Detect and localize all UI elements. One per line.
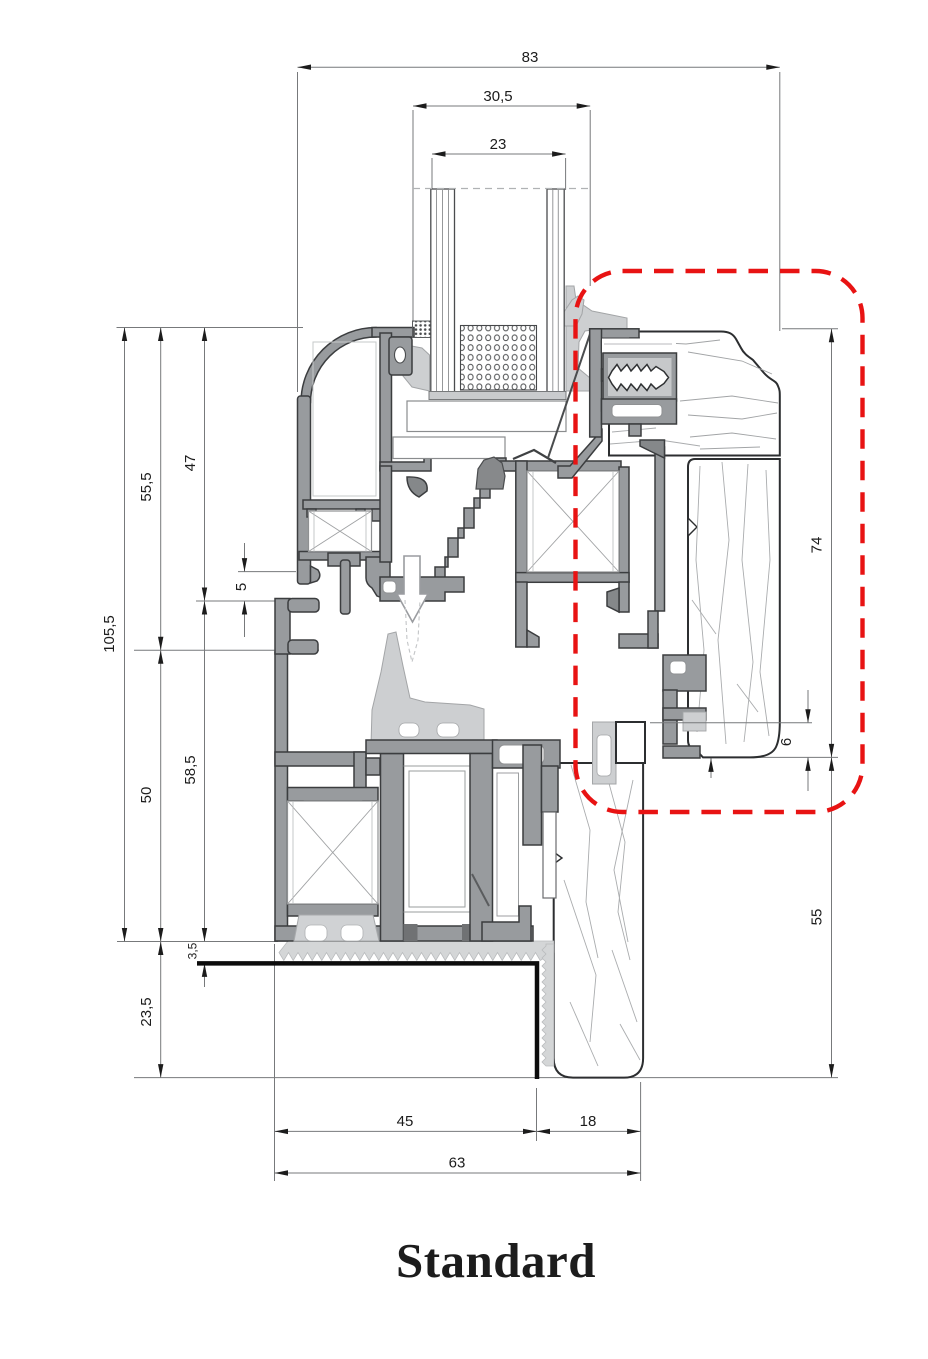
svg-text:58,5: 58,5 [182, 755, 199, 784]
svg-text:6: 6 [778, 738, 795, 746]
svg-text:105,5: 105,5 [101, 615, 118, 653]
svg-text:5: 5 [233, 583, 250, 591]
svg-text:18: 18 [580, 1113, 597, 1130]
svg-text:30,5: 30,5 [483, 88, 512, 105]
svg-text:23,5: 23,5 [138, 997, 155, 1026]
svg-text:63: 63 [449, 1155, 466, 1172]
svg-text:47: 47 [182, 455, 199, 472]
svg-text:50: 50 [138, 787, 155, 804]
svg-text:23: 23 [490, 136, 507, 153]
svg-text:55: 55 [809, 909, 826, 926]
svg-text:55,5: 55,5 [138, 472, 155, 501]
svg-text:Standard: Standard [396, 1233, 596, 1288]
svg-text:45: 45 [397, 1113, 414, 1130]
svg-text:83: 83 [522, 49, 539, 66]
svg-text:3,5: 3,5 [186, 942, 200, 959]
svg-text:74: 74 [809, 537, 826, 554]
